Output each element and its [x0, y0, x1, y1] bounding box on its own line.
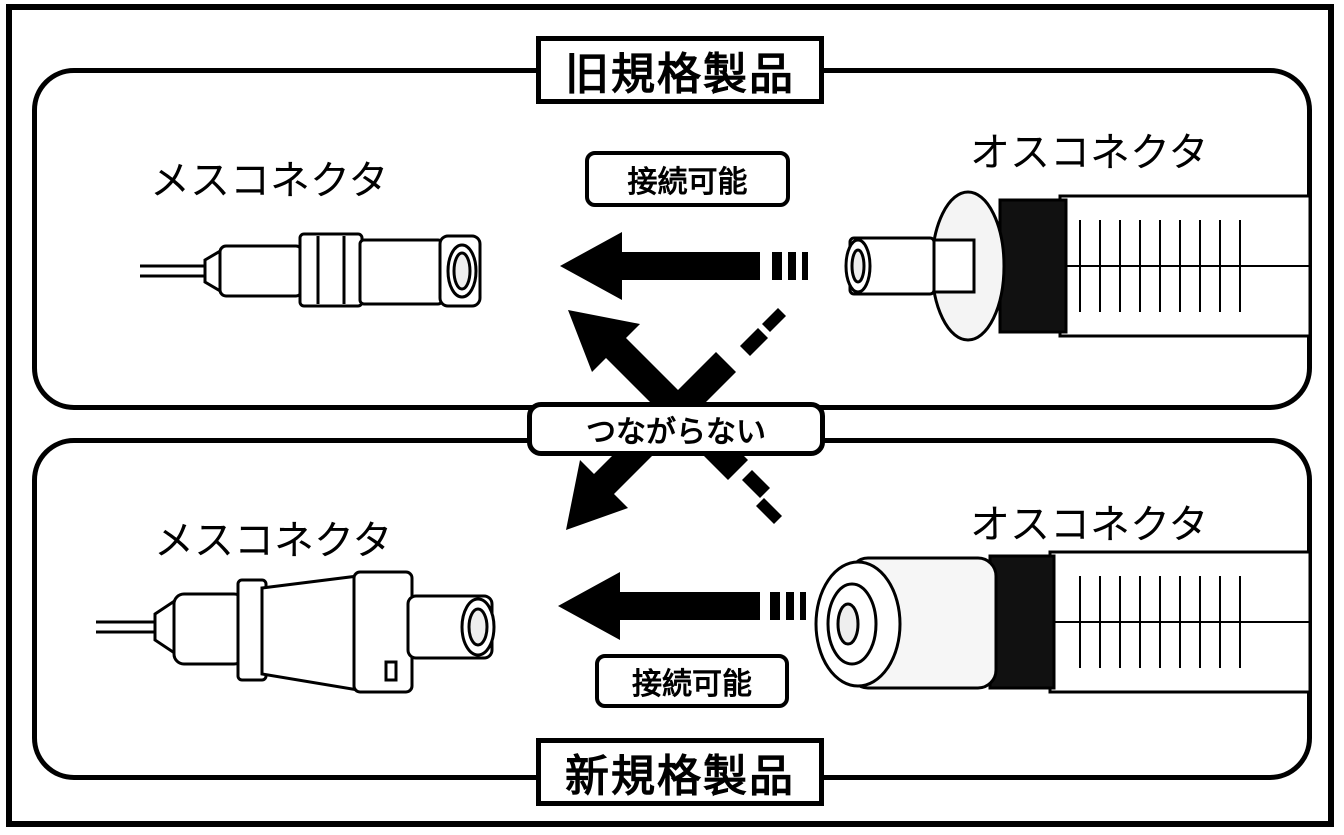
arrow-bottom-connectable [558, 572, 806, 640]
connectable-badge-bottom: 接続可能 [595, 654, 789, 708]
new-male-connector-icon [814, 550, 1312, 694]
new-standard-title: 新規格製品 [536, 738, 824, 806]
old-female-label: メスコネクタ [150, 158, 389, 204]
new-female-connector-icon [96, 570, 496, 694]
old-female-connector-icon [140, 232, 482, 308]
arrow-top-connectable [560, 232, 808, 300]
old-standard-title: 旧規格製品 [536, 36, 824, 104]
not-connect-badge: つながらない [527, 402, 825, 456]
connectable-badge-top: 接続可能 [585, 151, 790, 207]
new-female-label: メスコネクタ [154, 518, 393, 564]
old-male-connector-icon [844, 190, 1312, 342]
new-male-label: オスコネクタ [970, 502, 1209, 548]
old-male-label: オスコネクタ [970, 130, 1209, 176]
outer-frame [6, 4, 1334, 827]
